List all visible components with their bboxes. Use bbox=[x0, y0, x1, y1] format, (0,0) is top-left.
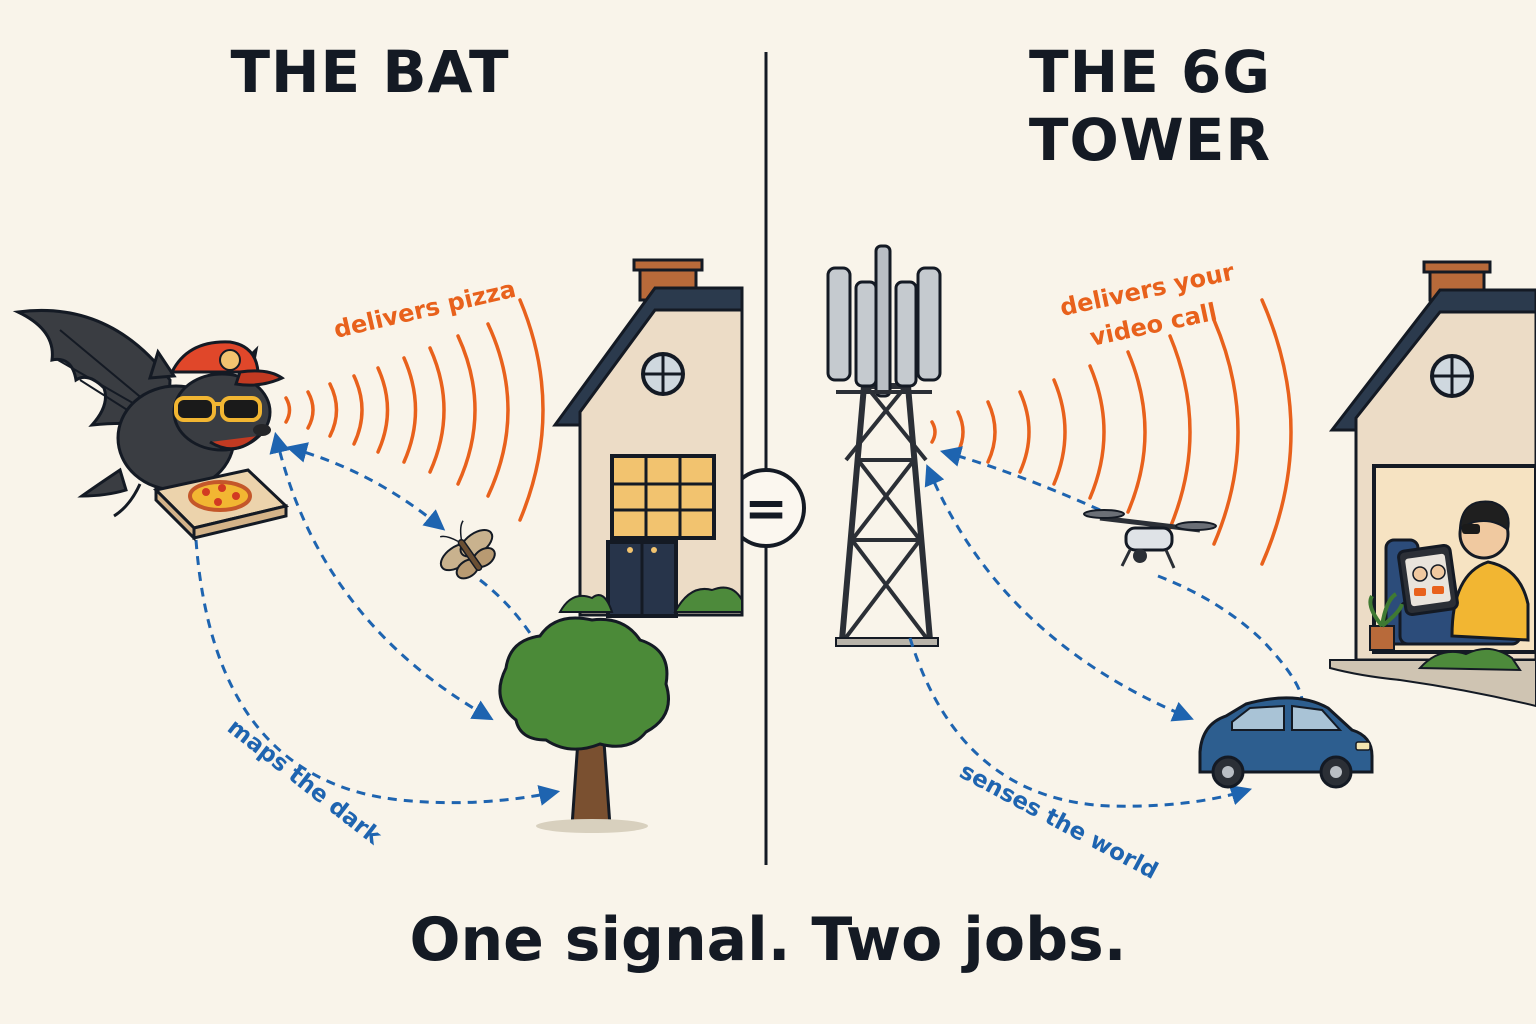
bat-echo-arrows bbox=[194, 431, 562, 806]
left-house bbox=[552, 258, 744, 618]
bat-signal-waves bbox=[284, 298, 545, 522]
bat-character bbox=[12, 308, 285, 518]
car bbox=[1198, 696, 1374, 789]
title-the-6g-tower: THE 6G TOWER bbox=[1028, 38, 1272, 174]
title-the-bat: THE BAT bbox=[230, 38, 510, 106]
pizza-box bbox=[152, 468, 290, 542]
drone bbox=[1083, 509, 1217, 569]
right-house bbox=[1328, 260, 1536, 708]
label-senses-the-world: senses the world bbox=[955, 758, 1162, 884]
tower-sensing-arrows bbox=[908, 446, 1304, 808]
cell-tower bbox=[826, 244, 942, 647]
tree bbox=[498, 616, 670, 833]
label-maps-the-dark: maps the dark bbox=[222, 714, 386, 850]
tagline: One signal. Two jobs. bbox=[409, 905, 1127, 975]
equals-badge: = bbox=[726, 468, 806, 548]
equals-sign: = bbox=[744, 479, 788, 539]
moth bbox=[439, 520, 496, 580]
